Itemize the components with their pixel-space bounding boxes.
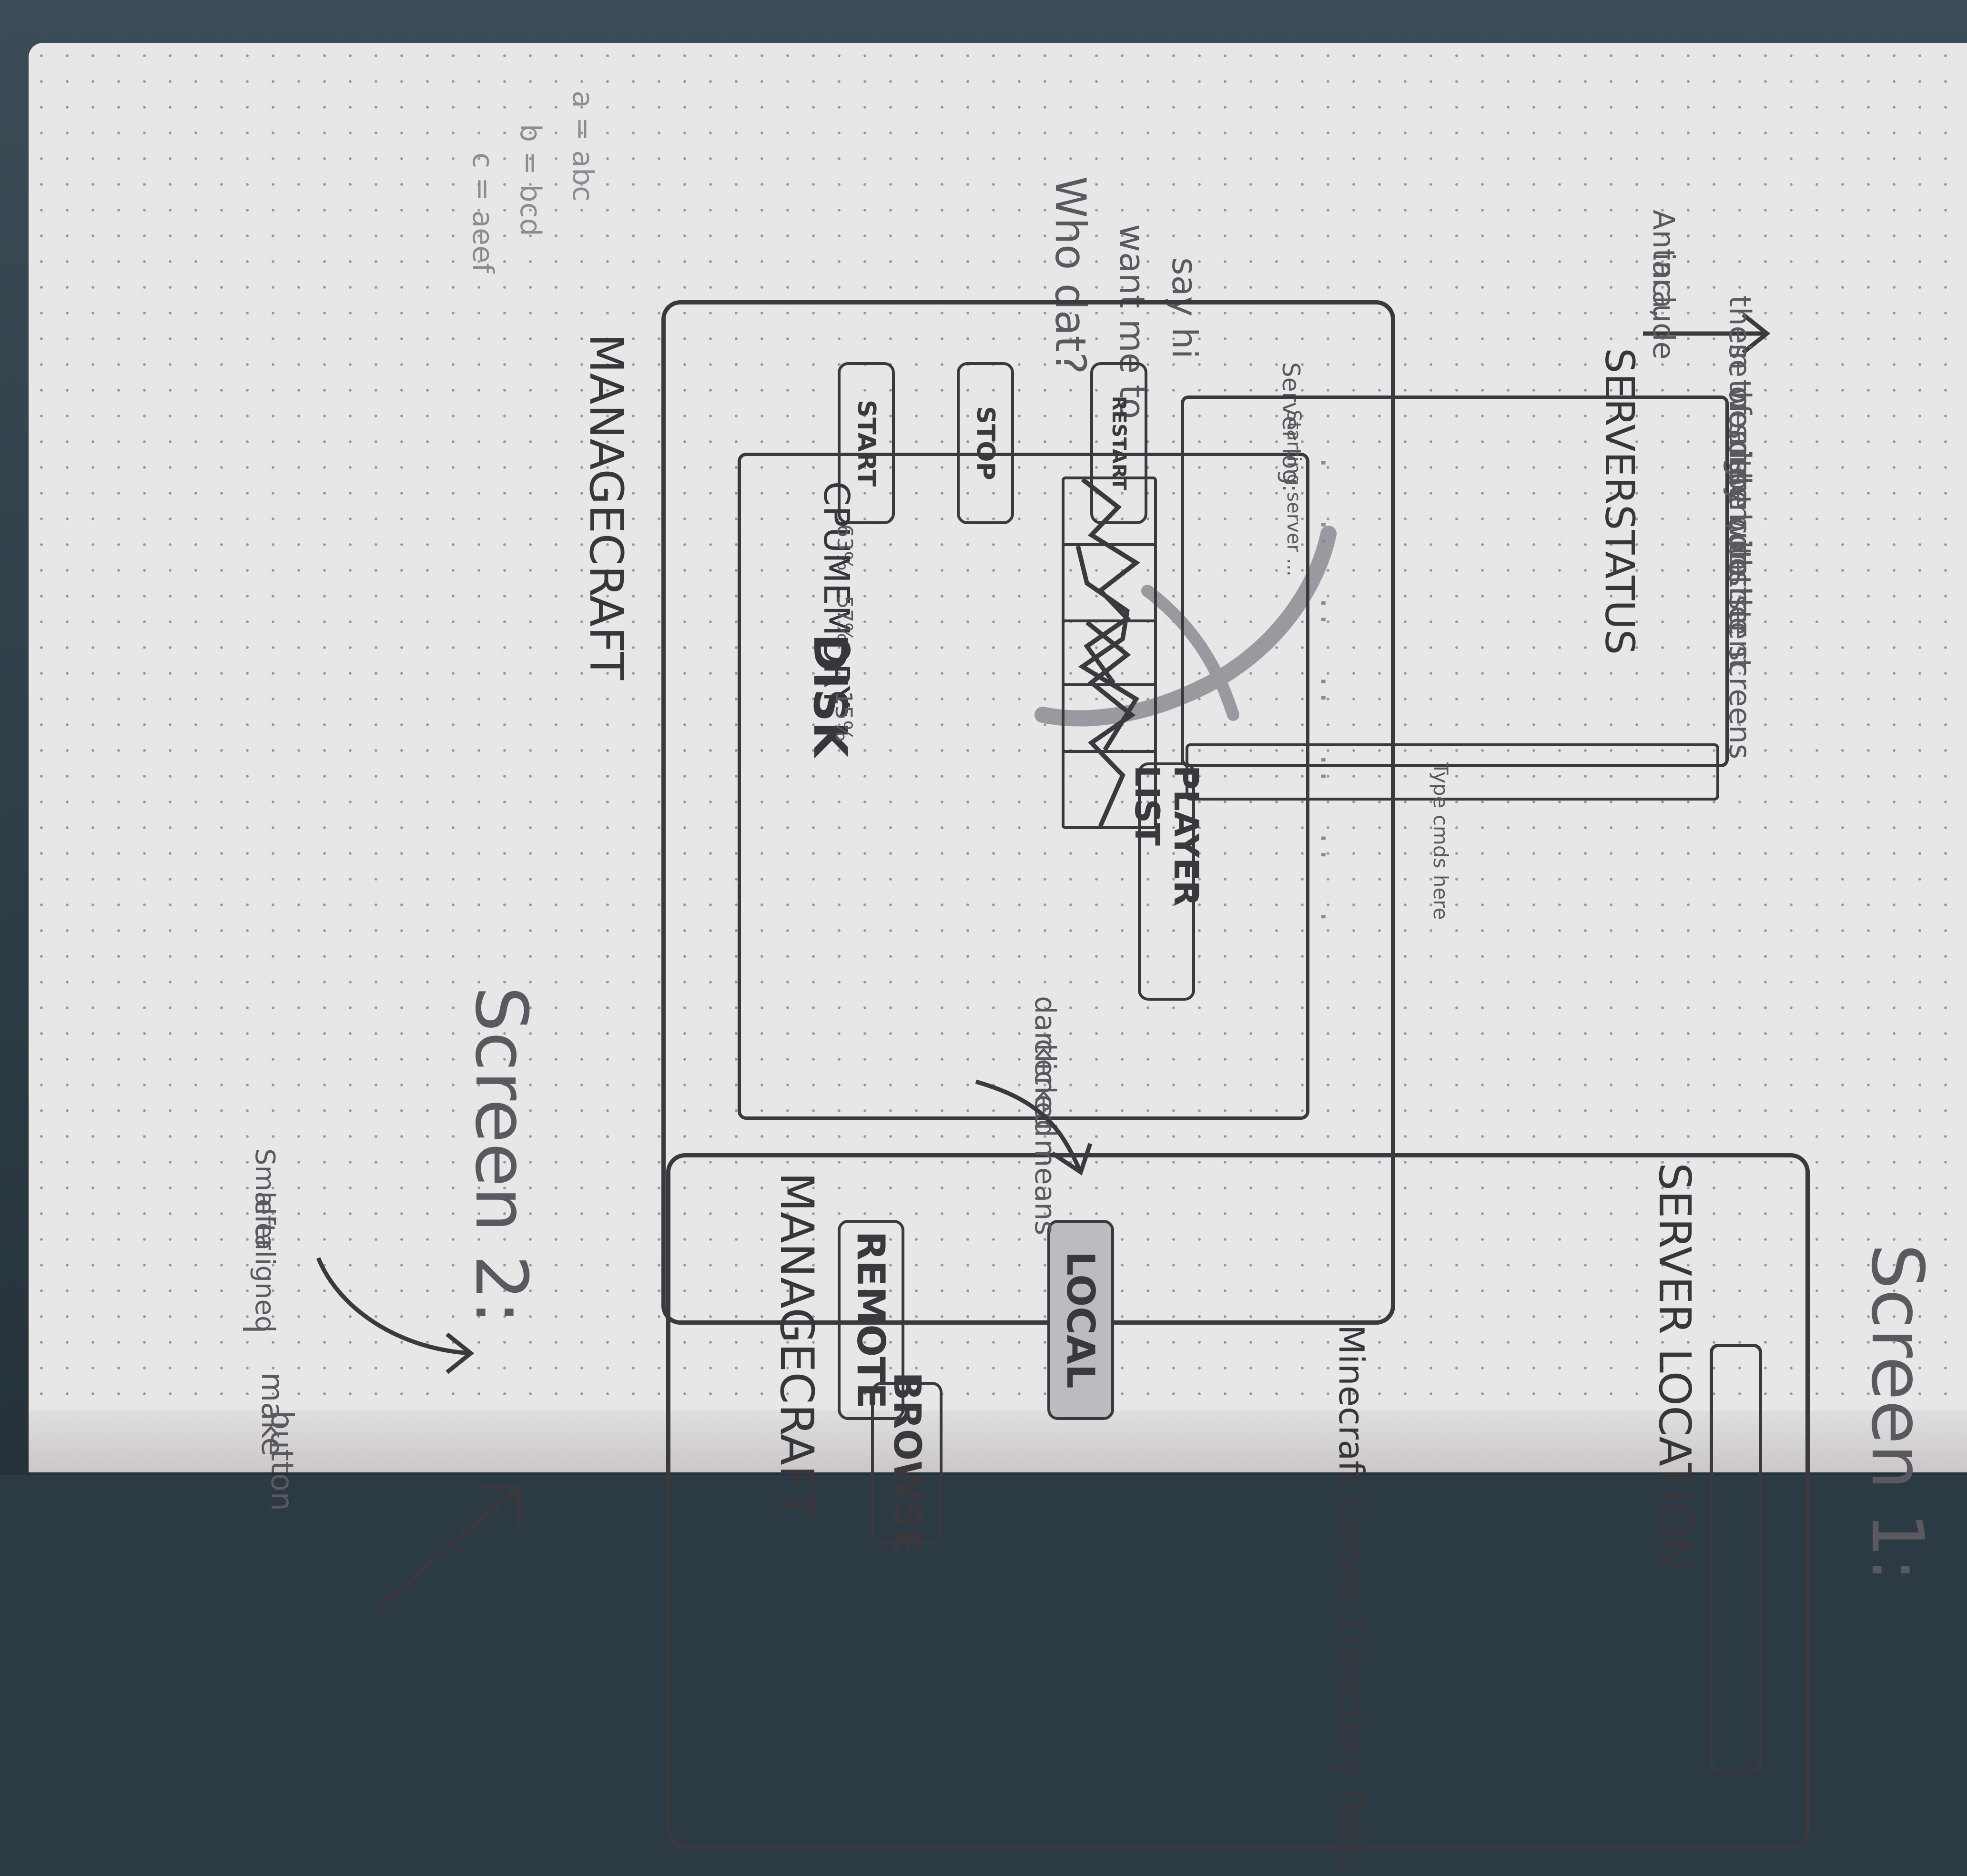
directory-path-label: Minecraft Server Directory Path: — [1331, 1325, 1371, 1876]
dotted-paper — [29, 43, 1967, 1472]
make-note-3: button — [264, 1410, 299, 1511]
disk-graph — [1062, 619, 1157, 829]
note-line-9: other screens — [1723, 558, 1757, 760]
smaller-note-2: left — [249, 1191, 280, 1235]
stick-figure-doodle — [1034, 526, 1337, 727]
local-tab[interactable]: LOCAL — [1047, 1220, 1114, 1420]
make-note-1: I — [235, 1325, 271, 1334]
server-log-area — [1181, 395, 1729, 767]
cpu-graph — [1062, 477, 1157, 686]
sketch-sheet: Screen 1: a = abc b = bcd c = aeef Who d… — [235, 91, 1938, 1876]
note-arrow-1 — [1643, 313, 1771, 355]
app-title: MANAGECRAFT — [579, 334, 633, 680]
screen1-heading: Screen 1: — [1855, 1244, 1938, 1582]
command-input-placeholder: Type cmds here — [1429, 762, 1452, 920]
note-line-2: include — [1646, 253, 1681, 360]
disk-value: 15% — [830, 691, 857, 742]
smaller-note-3: aligned — [249, 1234, 280, 1333]
top-scribble-3: c = aeef — [466, 152, 499, 274]
command-input[interactable] — [1186, 743, 1719, 801]
screen2-app-title: MANAGECRAFT — [770, 1172, 823, 1519]
darkened-arrow — [975, 1079, 1093, 1176]
smaller-arrow — [316, 1257, 475, 1374]
log-dots-2: . . . . . . — [1313, 519, 1352, 951]
browse-arrow — [374, 1484, 521, 1612]
memory-graph — [1062, 543, 1157, 753]
directory-path-input[interactable] — [1710, 1344, 1762, 1773]
top-scribble-1: a = abc — [566, 91, 599, 202]
browse-button[interactable]: BROWSE — [871, 1372, 943, 1554]
server-location-title: SERVER LOCATION — [1649, 1163, 1700, 1570]
log-first-line: Starting server ... — [1283, 410, 1305, 577]
paper-edge — [29, 1410, 1967, 1472]
top-scribble-2: b = bcd — [514, 124, 547, 236]
